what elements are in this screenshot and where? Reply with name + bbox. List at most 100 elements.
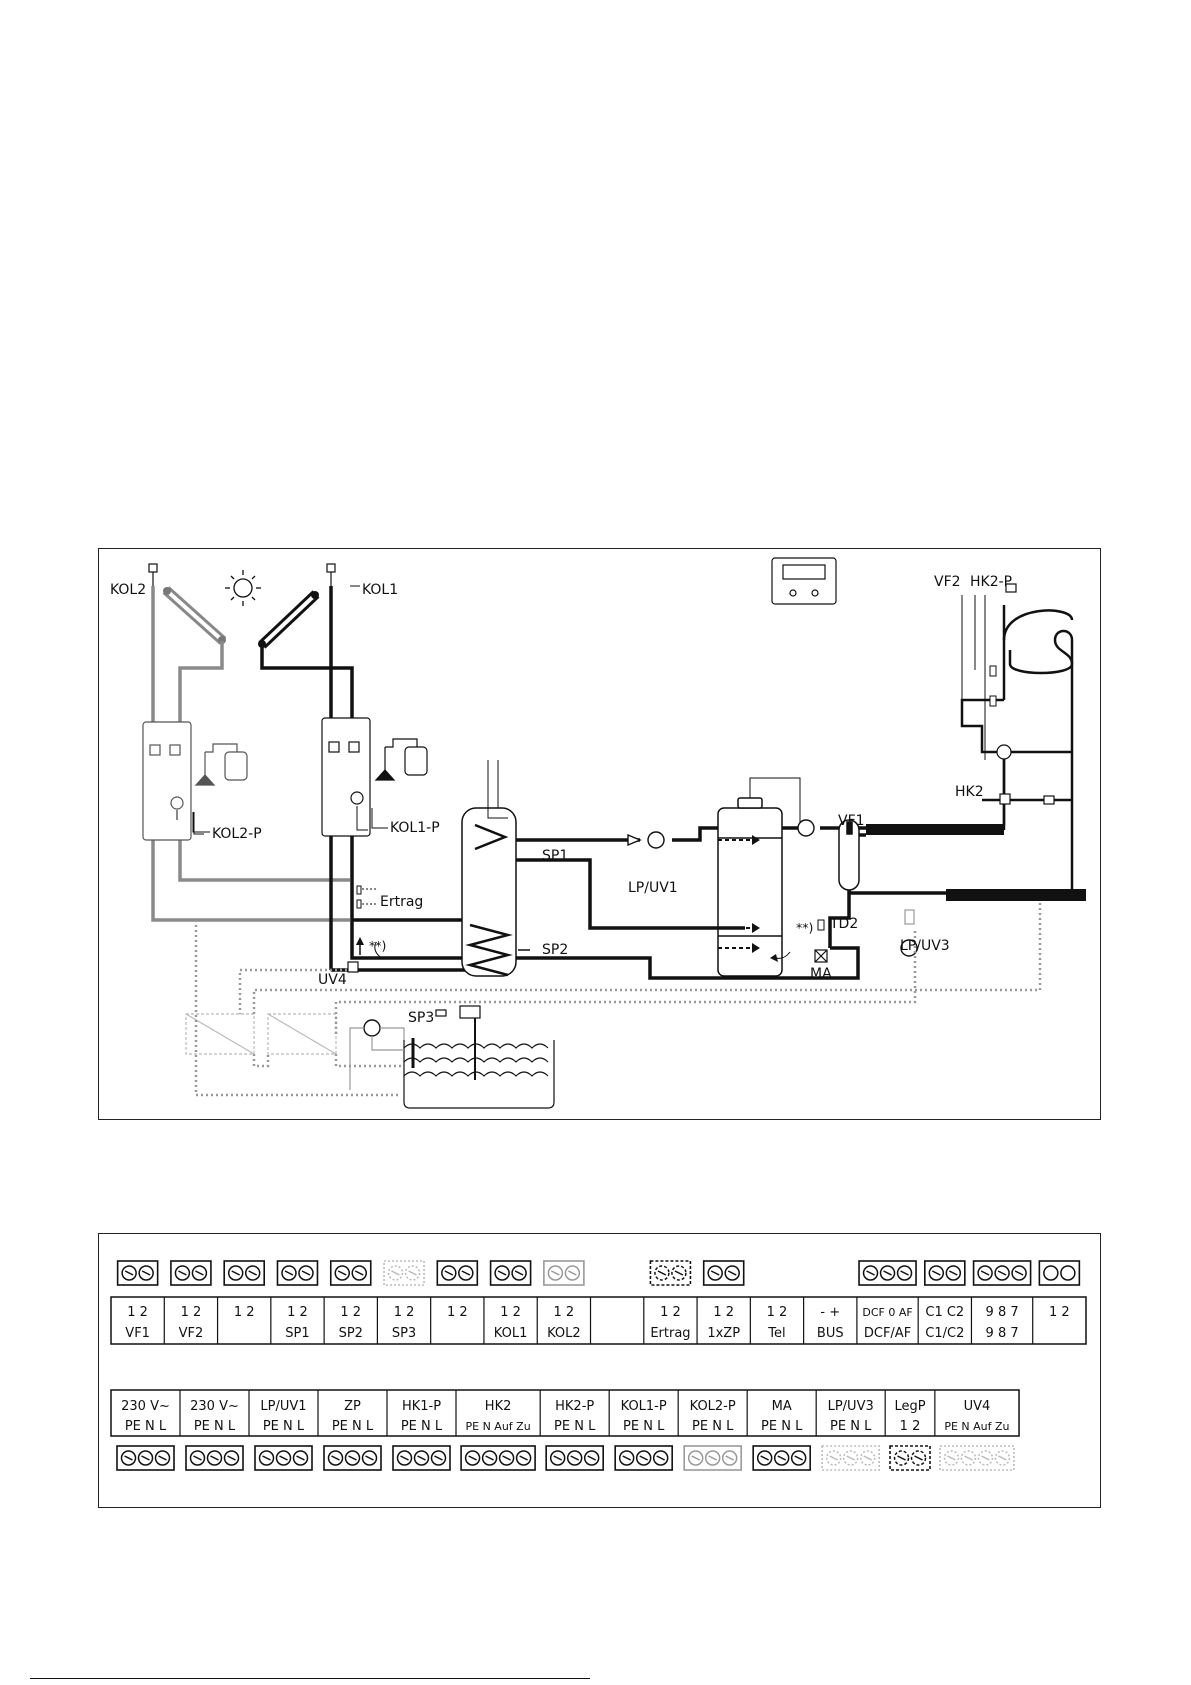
label-lpuv3: LP/UV3 (900, 938, 950, 954)
bottom-terminal-1-pins: PE N L (194, 1419, 236, 1434)
top-terminal-5-pins: 1 2 (394, 1305, 415, 1320)
label-kol2p: KOL2-P (212, 826, 262, 842)
bottom-terminal-11-name: LegP (894, 1399, 925, 1414)
bottom-terminal-6-pins: PE N L (554, 1419, 596, 1434)
bottom-terminal-1-name: 230 V~ (190, 1399, 239, 1414)
top-terminal-12-pins: 1 2 (767, 1305, 788, 1320)
sensor-wires (961, 595, 997, 760)
top-terminal-8-name: KOL2 (547, 1326, 581, 1341)
top-terminal-2-pins: 1 2 (234, 1305, 255, 1320)
label-ma: MA (810, 966, 832, 982)
bottom-terminal-11-pins: 1 2 (900, 1419, 921, 1434)
label-lpuv1: LP/UV1 (628, 880, 678, 896)
pump-station-kol1 (321, 717, 371, 837)
label-sp1: SP1 (542, 848, 568, 864)
expansion-vessel-kol2 (194, 743, 248, 786)
hydraulic-lines (516, 826, 955, 980)
bottom-terminal-7-pins: PE N L (623, 1419, 665, 1434)
pool-circuit (349, 1027, 405, 1090)
label-note-2: **) (796, 920, 813, 935)
vf1-sensor (838, 819, 860, 891)
top-terminal-7-pins: 1 2 (500, 1305, 521, 1320)
top-terminal-13-pins: - + (820, 1305, 840, 1320)
collector-kol1 (258, 590, 320, 649)
label-kol1: KOL1 (362, 582, 398, 598)
screw-icon (1060, 1265, 1076, 1281)
top-terminal-6-pins: 1 2 (447, 1305, 468, 1320)
top-terminal-10-name: Ertrag (650, 1326, 690, 1341)
bottom-terminal-3-name: ZP (344, 1399, 361, 1414)
bottom-terminal-bar (110, 1389, 1020, 1437)
label-sp2: SP2 (542, 942, 568, 958)
label-sp3: SP3 (408, 1010, 434, 1026)
top-terminal-4-name: SP2 (339, 1326, 363, 1341)
swimming-pool (403, 1005, 555, 1109)
pump-station-kol2 (142, 721, 192, 841)
bottom-terminal-6-name: HK2-P (555, 1399, 594, 1414)
bottom-terminal-8-pins: PE N L (692, 1419, 734, 1434)
top-terminal-3-pins: 1 2 (287, 1305, 308, 1320)
top-terminal-0-name: VF1 (125, 1326, 150, 1341)
controller-display-icon (771, 557, 837, 605)
bottom-terminal-10-pins: PE N L (830, 1419, 872, 1434)
top-terminal-5-name: SP3 (392, 1326, 416, 1341)
top-terminal-16-name: 9 8 7 (986, 1326, 1019, 1341)
sun-icon (225, 570, 261, 606)
bottom-terminal-12-pins: PE N Auf Zu (944, 1420, 1009, 1433)
bottom-terminal-9-name: MA (772, 1399, 792, 1414)
top-terminal-17-pins: 1 2 (1049, 1305, 1070, 1320)
label-hk2p: HK2-P (970, 574, 1012, 590)
bottom-terminal-4-name: HK1-P (402, 1399, 441, 1414)
top-terminal-3-name: SP1 (285, 1326, 309, 1341)
hk2-valves (996, 583, 1055, 805)
td2-sensor (817, 919, 825, 931)
top-terminal-8-pins: 1 2 (554, 1305, 575, 1320)
bottom-terminal-0-pins: PE N L (125, 1419, 167, 1434)
lp-uv3-pump (904, 909, 915, 925)
bottom-terminal-7-name: KOL1-P (621, 1399, 667, 1414)
expansion-vessel-kol1 (374, 738, 428, 781)
top-terminal-15-pins: C1 C2 (925, 1305, 964, 1320)
collector-kol2 (162, 586, 227, 645)
kol2-solar-loop (151, 586, 350, 922)
buffer-boiler (717, 777, 801, 977)
distribution-bar-upper (866, 824, 1004, 835)
top-terminal-4-pins: 1 2 (340, 1305, 361, 1320)
top-terminal-14-name: DCF/AF (864, 1326, 911, 1341)
page-footer-rule (30, 1678, 590, 1679)
air-vent-icon (148, 563, 336, 586)
bottom-terminal-8-name: KOL2-P (690, 1399, 736, 1414)
label-kol2: KOL2 (110, 582, 146, 598)
top-terminal-0-pins: 1 2 (127, 1305, 148, 1320)
bottom-terminal-12-name: UV4 (964, 1399, 991, 1414)
bottom-terminal-9-pins: PE N L (761, 1419, 803, 1434)
label-hk2: HK2 (955, 784, 984, 800)
top-terminal-15-name: C1/C2 (925, 1326, 964, 1341)
top-terminal-13-name: BUS (817, 1326, 844, 1341)
label-vf1: VF1 (838, 813, 865, 829)
distribution-bar-lower (946, 889, 1086, 901)
pool-heat-exchangers (185, 1013, 337, 1055)
bottom-terminal-10-name: LP/UV3 (828, 1399, 874, 1414)
bottom-terminal-2-name: LP/UV1 (260, 1399, 306, 1414)
label-td2: TD2 (829, 916, 858, 932)
top-terminal-14-pins: DCF 0 AF (862, 1306, 912, 1319)
top-terminal-16-pins: 9 8 7 (986, 1305, 1019, 1320)
bottom-terminal-2-pins: PE N L (263, 1419, 305, 1434)
top-terminal-1-pins: 1 2 (181, 1305, 202, 1320)
bottom-terminal-4-pins: PE N L (401, 1419, 443, 1434)
bottom-terminal-5-pins: PE N Auf Zu (465, 1420, 530, 1433)
top-terminal-12-name: Tel (767, 1326, 785, 1341)
top-terminal-11-name: 1xZP (707, 1326, 740, 1341)
label-kol1p: KOL1-P (390, 820, 440, 836)
dhw-storage-tank (461, 760, 530, 977)
mixing-valve-ma (814, 949, 828, 963)
ertrag-sensor (356, 885, 376, 909)
label-ertrag: Ertrag (380, 894, 423, 910)
label-note-1: **) (369, 938, 386, 953)
top-terminal-10-pins: 1 2 (660, 1305, 681, 1320)
screw-icon (1043, 1265, 1059, 1281)
label-uv4: UV4 (318, 972, 347, 988)
uv4-valve (347, 961, 359, 973)
